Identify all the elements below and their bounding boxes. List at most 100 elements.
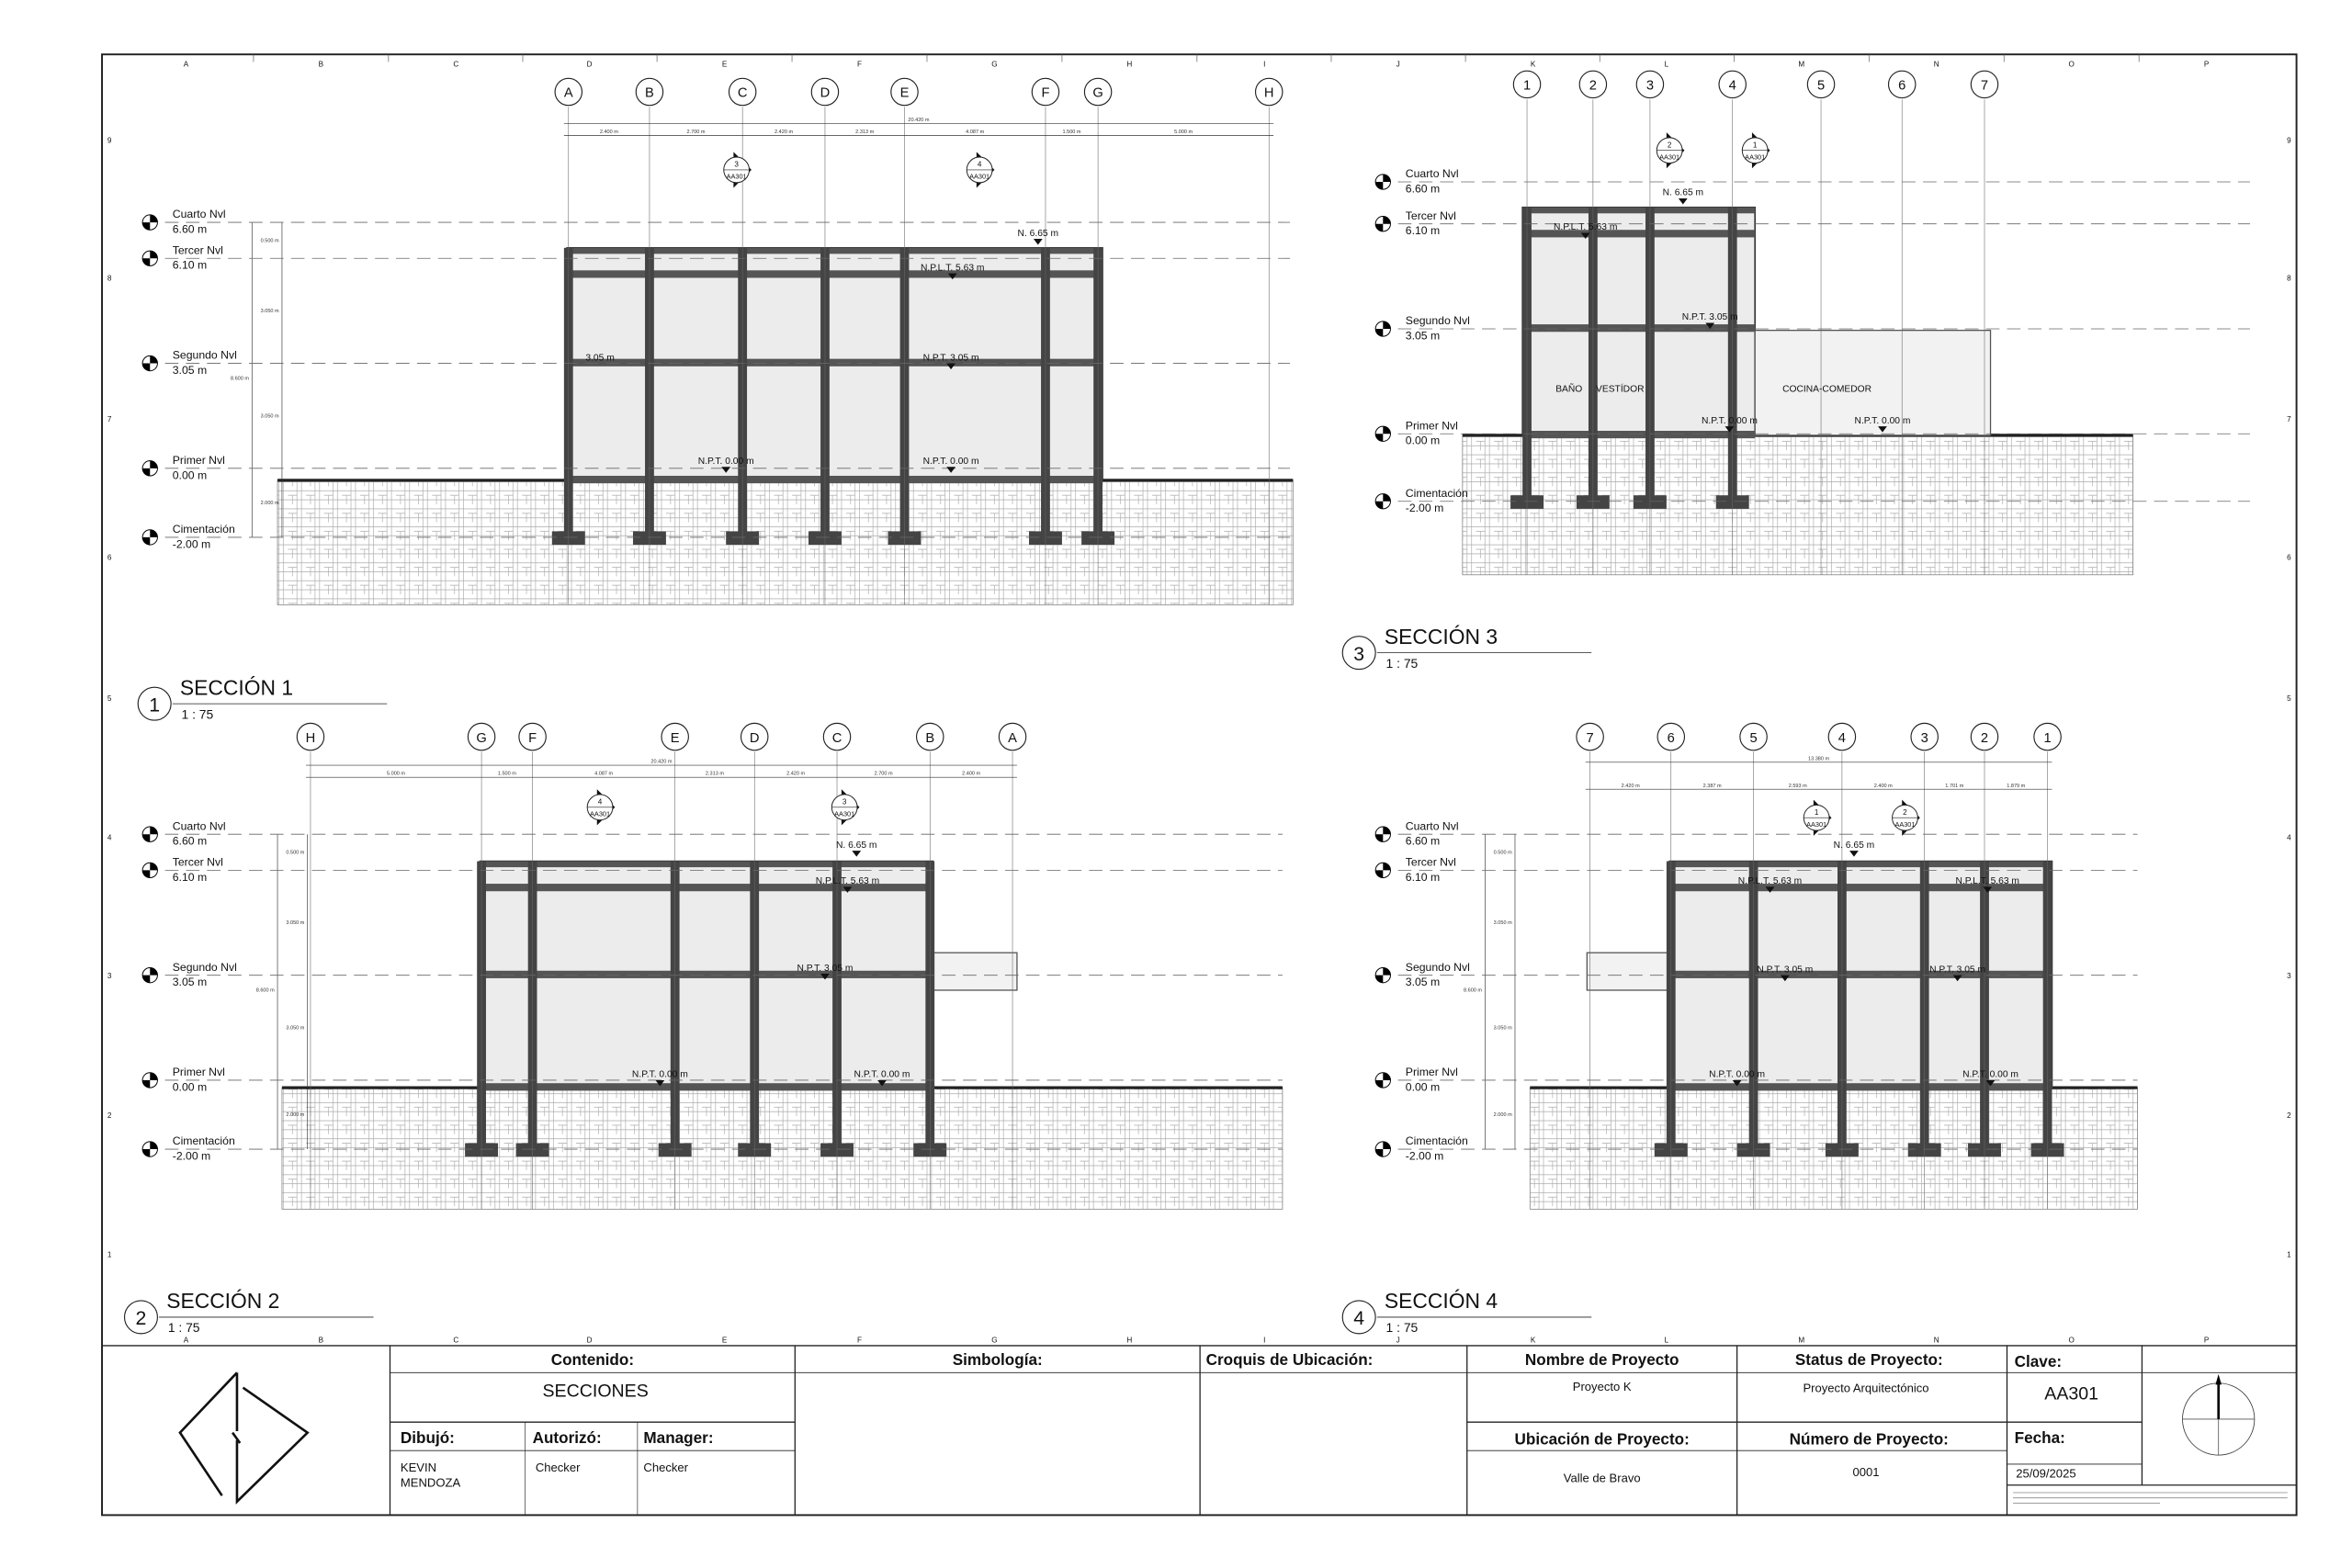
column-reference-label: K bbox=[1531, 1337, 1536, 1345]
elevation-triangle-icon bbox=[877, 1079, 887, 1087]
vertical-dimension-text: 2.000 m bbox=[286, 1112, 304, 1118]
annotation-text: N.P.L.T. 5.63 m bbox=[921, 263, 984, 273]
level-marker-fill bbox=[1375, 1141, 1391, 1157]
level-marker-fill bbox=[1375, 863, 1391, 878]
level-name: Cuarto Nvl bbox=[173, 819, 226, 832]
level-marker-fill bbox=[1375, 174, 1391, 190]
section-title: SECCIÓN 3 bbox=[1385, 625, 1498, 649]
floor-slab bbox=[567, 475, 1102, 484]
level-elevation: -2.00 m bbox=[1406, 1149, 1443, 1162]
level-elevation: 0.00 m bbox=[1406, 434, 1440, 447]
column-reference-label: B bbox=[319, 1337, 324, 1345]
grid-label: D bbox=[820, 86, 831, 101]
level-elevation: 6.10 m bbox=[173, 259, 207, 272]
row-reference-label: 5 bbox=[2287, 694, 2291, 703]
level-marker-fill bbox=[142, 460, 158, 476]
grid-label: B bbox=[925, 731, 934, 746]
level-name: Segundo Nvl bbox=[1406, 961, 1470, 974]
level-elevation: 3.05 m bbox=[173, 976, 207, 988]
grid-bubble bbox=[467, 722, 496, 751]
column-reference-label: F bbox=[857, 1337, 862, 1345]
level-elevation: -2.00 m bbox=[173, 1149, 210, 1162]
level-marker-fill bbox=[1375, 321, 1391, 337]
level-name: Cimentación bbox=[1406, 1134, 1468, 1147]
grid-bubble bbox=[1576, 722, 1604, 751]
section-number-bubble bbox=[123, 1300, 158, 1335]
vertical-dimension-text: 3.050 m bbox=[286, 920, 304, 926]
dimension-text: 2.387 m bbox=[1703, 784, 1722, 789]
section-marker-sheet: AA301 bbox=[1894, 820, 1915, 829]
level-name: Segundo Nvl bbox=[1406, 314, 1470, 327]
row-reference-label: 8 bbox=[107, 275, 112, 283]
manager-label: Manager: bbox=[643, 1428, 713, 1447]
roof-slab bbox=[480, 861, 933, 868]
dimension-text: 1.879 m bbox=[2007, 784, 2025, 789]
section-marker-number: 3 bbox=[734, 161, 739, 169]
column-reference-label: B bbox=[319, 60, 324, 68]
grid-bubble bbox=[296, 722, 325, 751]
elevation-triangle-icon bbox=[721, 467, 731, 473]
elevation-triangle-icon bbox=[1033, 239, 1043, 245]
grid-label: G bbox=[1092, 86, 1102, 101]
annotation-text: N. 6.65 m bbox=[1018, 229, 1059, 239]
nombre-proyecto-label: Nombre de Proyecto bbox=[1525, 1350, 1679, 1369]
annotation-text: N. 6.65 m bbox=[1663, 188, 1704, 198]
total-dimension: 20.420 m bbox=[650, 760, 673, 765]
dibujo-label: Dibujó: bbox=[401, 1428, 455, 1447]
annotation-text: N.P.T. 3.05 m bbox=[797, 964, 854, 974]
grid-label: F bbox=[528, 731, 537, 746]
column-reference-label: H bbox=[1126, 60, 1132, 68]
dibujo-value-line2: MENDOZA bbox=[401, 1475, 461, 1489]
annotation-text: N.P.L.T. 5.63 m bbox=[1554, 222, 1617, 232]
section-marker-sheet: AA301 bbox=[1745, 152, 1765, 161]
level-elevation: -2.00 m bbox=[173, 537, 210, 550]
grid-bubble bbox=[1970, 70, 1999, 99]
level-elevation: 0.00 m bbox=[1406, 1080, 1440, 1093]
column-reference-label: M bbox=[1798, 1337, 1804, 1345]
fecha-value: 25/09/2025 bbox=[2016, 1467, 2075, 1481]
annotation-text: N.P.T. 0.00 m bbox=[1962, 1070, 2018, 1080]
elevation-triangle-icon bbox=[852, 851, 862, 857]
elevation-triangle-icon bbox=[1732, 1079, 1742, 1087]
vertical-dimension-text: 0.500 m bbox=[1494, 850, 1512, 855]
grid-bubble bbox=[661, 722, 689, 751]
column-reference-label: G bbox=[991, 60, 997, 68]
column-reference-label: L bbox=[1665, 60, 1669, 68]
building-extension bbox=[1586, 952, 1670, 991]
section-marker-sheet: AA301 bbox=[727, 173, 747, 181]
grid-label: E bbox=[671, 731, 680, 746]
level-elevation: 6.10 m bbox=[1406, 224, 1440, 237]
column-reference-label: A bbox=[184, 60, 189, 68]
vertical-dimension-text: 3.050 m bbox=[261, 413, 279, 419]
level-marker-fill bbox=[142, 827, 158, 842]
column-reference-label: E bbox=[722, 1337, 728, 1345]
grid-bubble bbox=[1083, 77, 1113, 107]
level-name: Cimentación bbox=[1406, 487, 1468, 500]
total-dimension: 13.380 m bbox=[1808, 756, 1830, 761]
dimension-text: 2.313 m bbox=[706, 772, 724, 777]
elevation-triangle-icon bbox=[1983, 886, 1993, 893]
grid-label: C bbox=[738, 86, 748, 101]
grid-bubble bbox=[1657, 722, 1686, 751]
grid-bubble bbox=[1635, 70, 1665, 99]
grid-bubble bbox=[1512, 70, 1542, 99]
soil-hatch bbox=[277, 479, 1294, 605]
roof-slab bbox=[1522, 207, 1756, 214]
grid-bubble bbox=[1739, 722, 1768, 751]
section-number-bubble bbox=[1341, 1300, 1376, 1335]
grid-label: F bbox=[1041, 86, 1049, 101]
dimension-text: 2.400 m bbox=[600, 130, 618, 135]
level-marker-fill bbox=[142, 967, 158, 983]
section-title: SECCIÓN 1 bbox=[180, 675, 293, 699]
grid-label: C bbox=[832, 731, 842, 746]
level-name: Primer Nvl bbox=[1406, 1066, 1458, 1078]
contenido-value: SECCIONES bbox=[542, 1381, 648, 1401]
vertical-total-dimension: 8.600 m bbox=[231, 376, 249, 381]
level-name: Tercer Nvl bbox=[1406, 855, 1456, 868]
vertical-dimension-text: 3.050 m bbox=[1494, 920, 1512, 926]
column-reference-label: L bbox=[1665, 1337, 1669, 1345]
vertical-dimension-text: 0.500 m bbox=[261, 238, 279, 243]
fecha-label: Fecha: bbox=[2015, 1428, 2065, 1447]
dimension-text: 2.420 m bbox=[786, 772, 805, 777]
